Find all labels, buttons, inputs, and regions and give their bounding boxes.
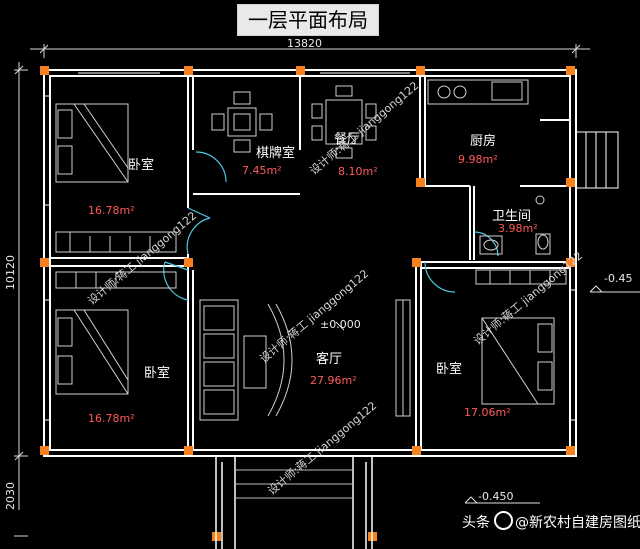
floor-elevation-label: ±0.000 [320, 318, 361, 331]
interior-walls [50, 76, 570, 450]
room-label-living: 客厅 [316, 352, 343, 367]
total-width-dimension: 13820 [287, 37, 322, 50]
room-area-bedroom-right: 17.06m² [464, 406, 511, 419]
outside-elevation-right: -0.45 [604, 272, 633, 285]
elevation-markers [335, 285, 640, 504]
room-area-chess-room: 7.45m² [242, 164, 282, 177]
room-label-bedroom-bottom-left: 卧室 [144, 366, 171, 381]
room-area-bathroom: 3.98m² [498, 222, 538, 235]
front-porch [215, 456, 373, 549]
platform-logo-icon [494, 511, 513, 530]
porch-height-dimension: 2030 [4, 482, 17, 510]
main-height-dimension: 10120 [4, 255, 17, 290]
room-label-chess-room: 棋牌室 [256, 146, 296, 161]
room-label-kitchen: 厨房 [470, 134, 497, 149]
room-area-dining: 8.10m² [338, 165, 378, 178]
room-area-living: 27.96m² [310, 374, 357, 387]
room-label-dining: 餐厅 [334, 132, 361, 147]
room-label-bedroom-top-left: 卧室 [128, 158, 155, 173]
outside-elevation-front: -0.450 [478, 490, 514, 503]
room-area-kitchen: 9.98m² [458, 153, 498, 166]
dimension-lines [14, 44, 590, 537]
plan-title: 一层平面布局 [237, 4, 379, 36]
source-credit: 头条 @新农村自建房图纸 [458, 510, 640, 536]
furniture [55, 79, 567, 421]
room-area-bedroom-top-left: 16.78m² [88, 204, 135, 217]
door-swings [163, 151, 499, 301]
side-steps [575, 131, 619, 189]
credit-prefix: 头条 [462, 515, 490, 531]
room-label-bathroom: 卫生间 [492, 209, 532, 224]
front-steps [235, 469, 353, 499]
room-label-bedroom-right: 卧室 [436, 362, 463, 377]
credit-handle: @新农村自建房图纸 [515, 515, 640, 531]
room-area-bedroom-bottom-left: 16.78m² [88, 412, 135, 425]
windows [44, 69, 576, 421]
